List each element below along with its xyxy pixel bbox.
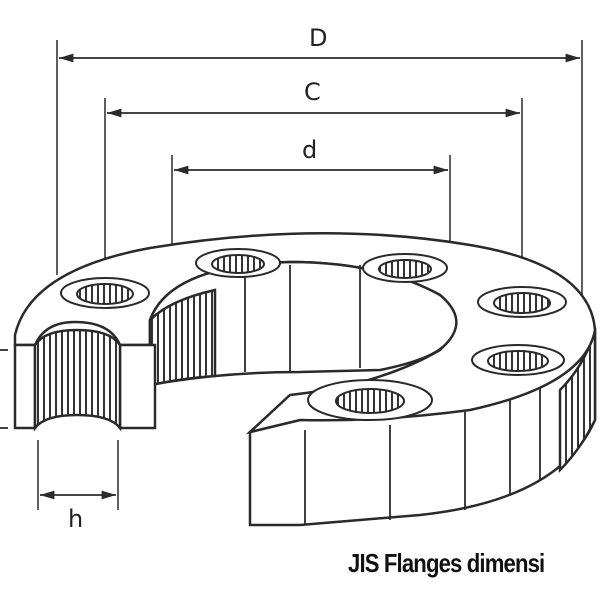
label-h: h (68, 505, 84, 533)
dimension-lines (0, 53, 580, 500)
bolt-hole (307, 379, 433, 421)
caption: JIS Flanges dimensi (348, 548, 545, 578)
bolt-hole (60, 277, 150, 309)
label-D: D (309, 24, 328, 52)
bolt-hole (477, 286, 567, 318)
bolt-hole (195, 248, 281, 278)
bolt-hole (362, 253, 448, 283)
flange-body (13, 231, 597, 527)
label-d: d (302, 136, 318, 164)
bolt-hole (471, 344, 565, 376)
bolt-holes (60, 248, 567, 421)
extension-lines (37, 40, 583, 510)
label-C: C (304, 78, 321, 106)
